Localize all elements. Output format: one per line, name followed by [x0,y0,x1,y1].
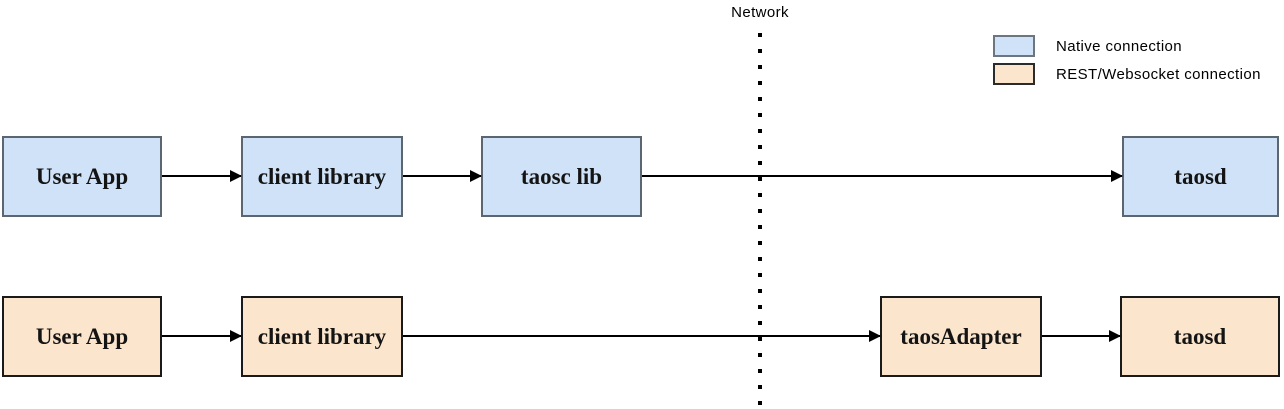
arrow-userapp-to-clientlibrary-rest [162,330,242,342]
node-taosd-native: taosd [1122,136,1279,217]
legend-label-rest: REST/Websocket connection [1056,65,1261,83]
arrow-taosadapter-to-taosd [1042,330,1121,342]
arrow-taosclib-to-taosd [642,170,1123,182]
arrow-clientlibrary-to-taosadapter [403,330,881,342]
legend-swatch-rest-icon [993,63,1035,85]
node-client-library-native: client library [241,136,403,217]
network-label: Network [731,4,789,21]
node-user-app-rest: User App [2,296,162,377]
node-taosadapter: taosAdapter [880,296,1042,377]
arrow-userapp-to-clientlibrary-native [162,170,242,182]
arrow-clientlibrary-to-taosclib [403,170,482,182]
legend-item-native: Native connection [993,35,1182,57]
legend-item-rest: REST/Websocket connection [993,63,1261,85]
node-client-library-rest: client library [241,296,403,377]
legend-swatch-native-icon [993,35,1035,57]
network-boundary-dotted-line [758,33,762,405]
node-user-app-native: User App [2,136,162,217]
node-taosd-rest: taosd [1120,296,1280,377]
legend-label-native: Native connection [1056,37,1183,55]
node-taosc-lib: taosc lib [481,136,642,217]
